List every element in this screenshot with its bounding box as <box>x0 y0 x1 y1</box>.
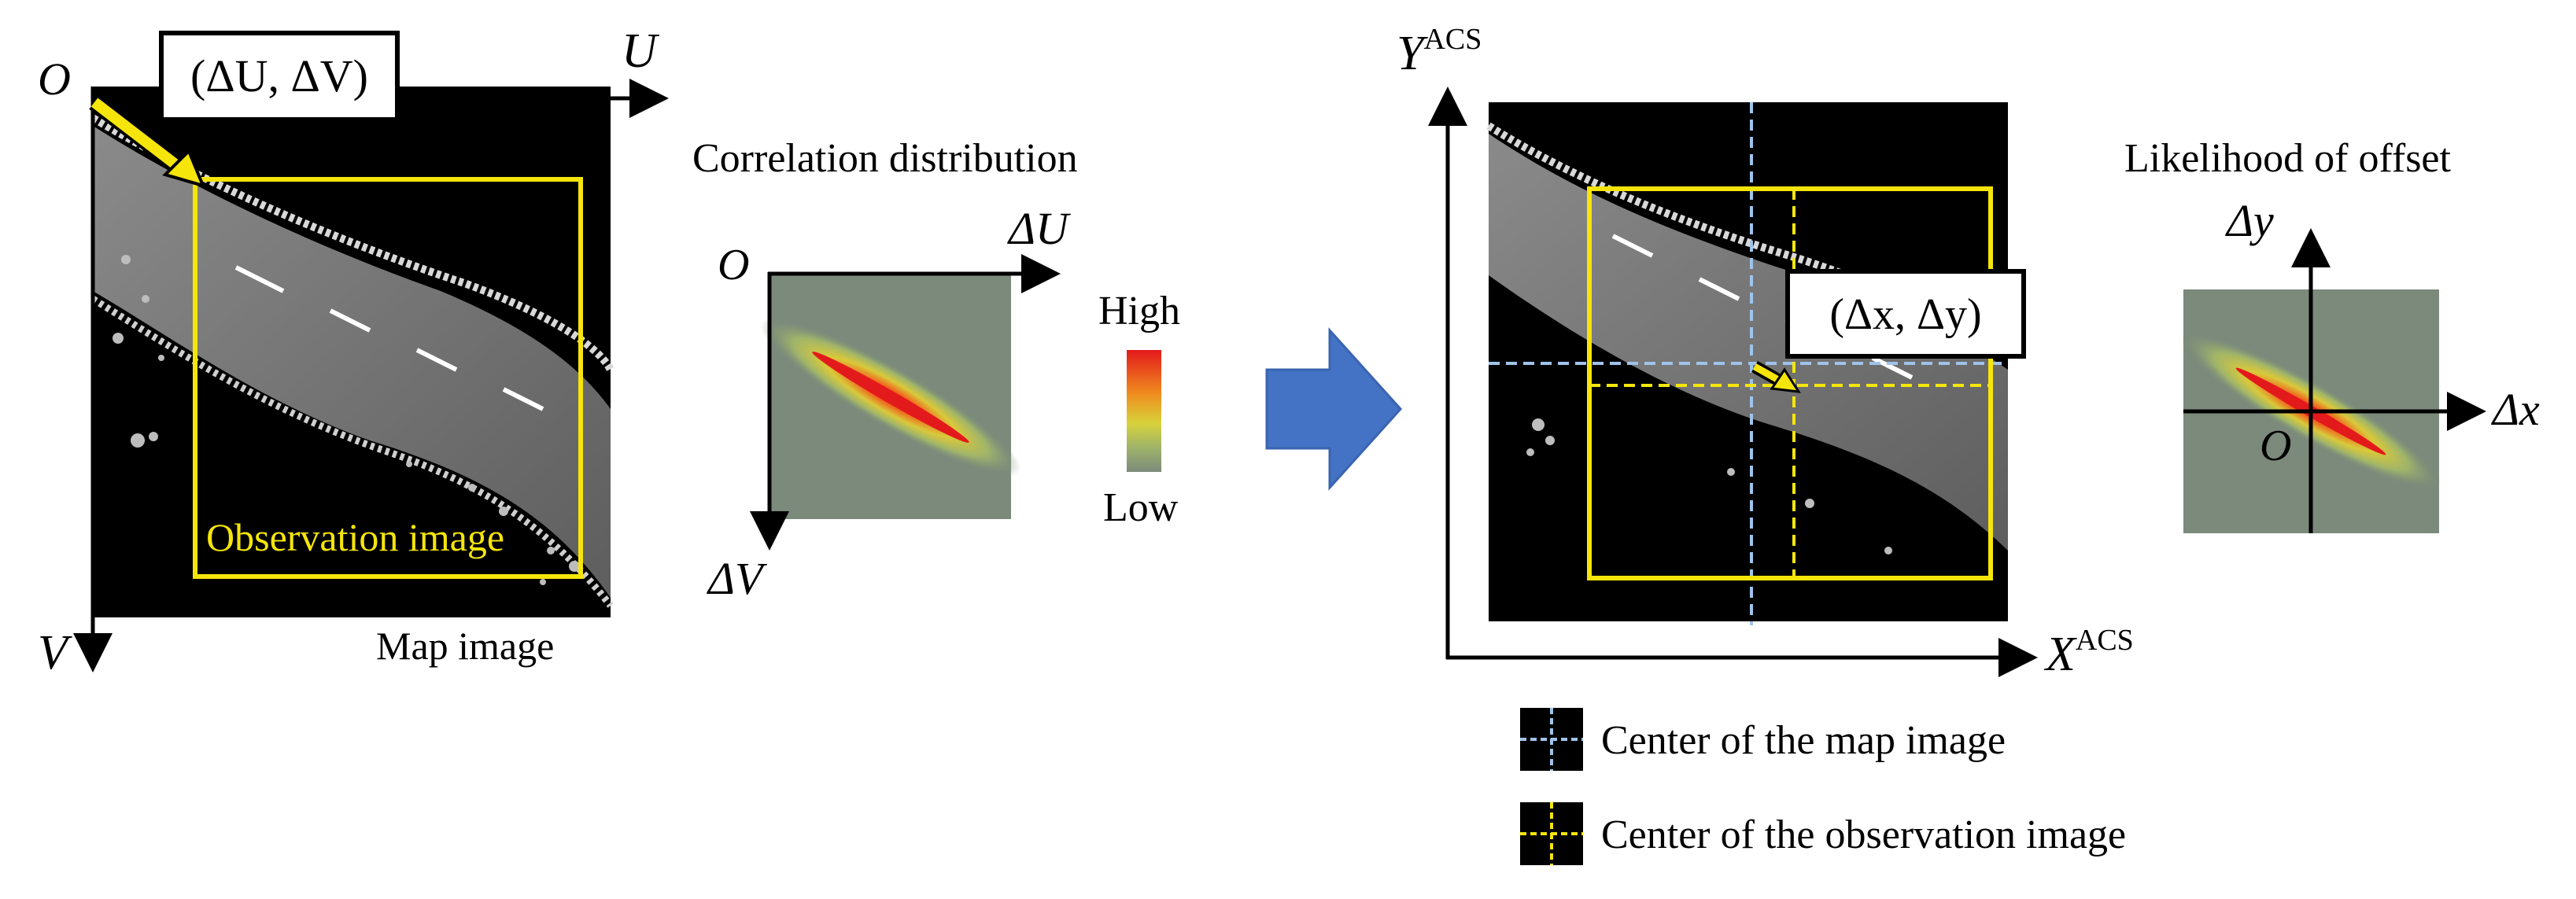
v-axis-label: V <box>38 626 72 680</box>
delta-u-axis-label: ΔU <box>1007 203 1072 254</box>
delta-x-axis-label: Δx <box>2491 384 2540 435</box>
acs-y-axis-label: YACS <box>1397 23 1482 80</box>
map-road <box>93 126 611 598</box>
acs-observation-box <box>1587 186 1993 580</box>
likelihood-origin-label: O <box>2260 422 2291 470</box>
correlation-peak-core <box>812 352 969 443</box>
map-road-edge <box>90 114 614 372</box>
acs-x-axis-letter: X <box>2043 628 2077 681</box>
center-legend: Center of the map image Center of the ob… <box>1520 708 2126 865</box>
acs-offset-callout-text: (Δx, Δy) <box>1829 290 1981 339</box>
map-image-panel: Observation image <box>90 87 614 617</box>
likelihood-title: Likelihood of offset <box>2124 136 2452 181</box>
acs-panel: (Δx, Δy) YACS XACS <box>1397 23 2134 681</box>
offset-callout-left: (ΔU, ΔV) <box>89 31 400 189</box>
u-axis-label: U <box>622 24 660 78</box>
offset-callout-text: (ΔU, ΔV) <box>190 50 368 101</box>
transform-arrow <box>1265 327 1403 491</box>
correlation-origin-label: O <box>718 241 749 289</box>
acs-lane-marking <box>1611 234 1914 380</box>
map-lane-marking <box>234 265 544 411</box>
acs-offset-callout-box <box>1785 269 2026 359</box>
legend-obs-center-label: Center of the observation image <box>1601 812 2126 857</box>
acs-x-axis-label: XACS <box>2043 624 2134 681</box>
correlation-panel: Correlation distribution O ΔU ΔV High Lo… <box>692 136 1180 604</box>
acs-speckle <box>1526 418 1892 555</box>
acs-offset-arrow-head <box>1770 367 1801 393</box>
offset-arrow-left-head <box>162 148 206 189</box>
acs-x-axis-sup: ACS <box>2076 624 2134 657</box>
map-image-label: Map image <box>376 624 554 668</box>
acs-y-axis-letter: Y <box>1397 27 1428 80</box>
map-road-edge-lower <box>90 296 614 608</box>
offset-callout-box <box>159 31 400 122</box>
left-origin-label: O <box>38 53 71 105</box>
heat-legend-bar <box>1127 350 1161 472</box>
likelihood-panel: Likelihood of offset Δx Δy O <box>2124 136 2540 533</box>
offset-arrow-left-fill <box>90 98 186 175</box>
observation-image-box <box>193 177 583 579</box>
delta-y-axis-label: Δy <box>2225 195 2274 246</box>
observation-image-label: Observation image <box>206 515 504 559</box>
acs-offset-arrow-fill <box>1752 363 1782 384</box>
heat-legend-high: High <box>1098 289 1180 333</box>
acs-y-axis-sup: ACS <box>1423 23 1482 56</box>
map-speckle <box>113 255 580 585</box>
legend-map-center-label: Center of the map image <box>1601 718 2006 763</box>
correlation-title: Correlation distribution <box>692 136 1078 181</box>
heat-legend-low: Low <box>1103 485 1179 530</box>
delta-v-axis-label: ΔV <box>707 553 768 604</box>
